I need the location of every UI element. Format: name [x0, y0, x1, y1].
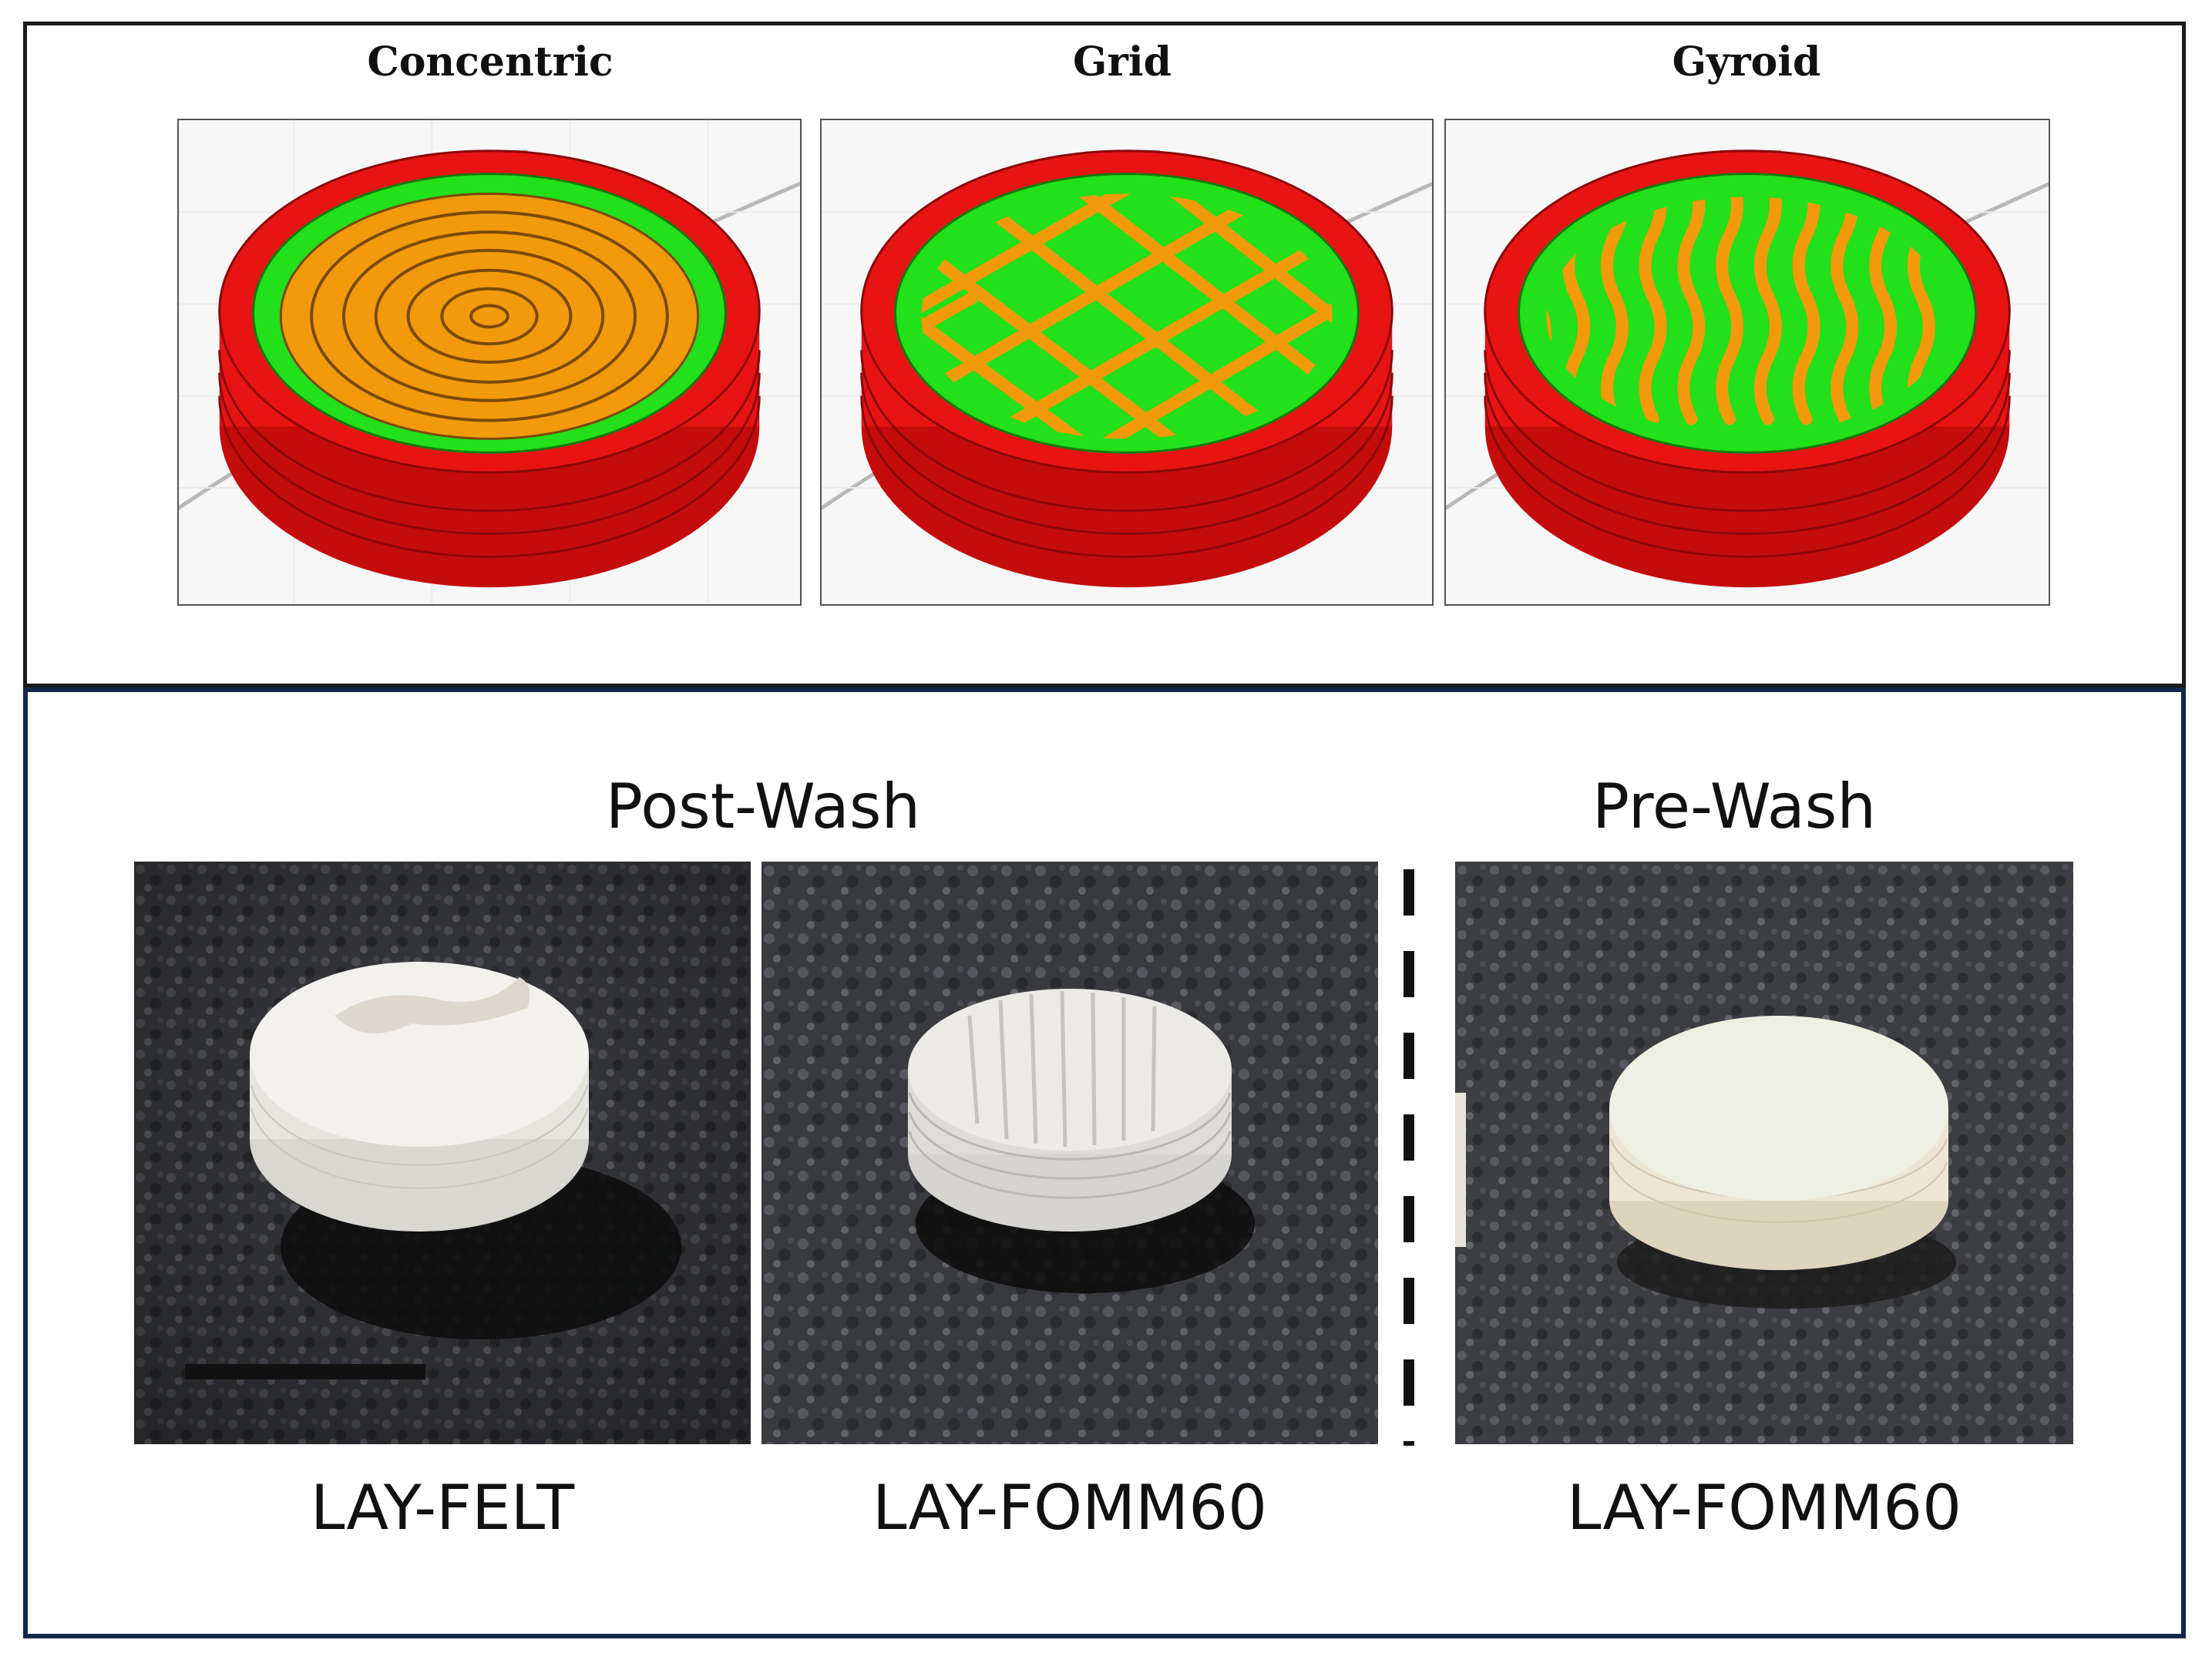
- lay-felt-photo: [134, 862, 751, 1444]
- lay-fomm60-pre-wash-photo: [1455, 862, 2073, 1444]
- scale-bar: [185, 1364, 425, 1379]
- dashed-divider: [1404, 869, 1414, 1446]
- grid-infill-render: [820, 119, 1434, 606]
- lay-fomm60-pre-wash-caption: LAY-FOMM60: [1567, 1472, 1962, 1544]
- concentric-title: Concentric: [367, 39, 614, 86]
- lay-fomm60-post-wash-photo: [761, 862, 1378, 1444]
- post-wash-title: Post-Wash: [605, 771, 921, 842]
- gyroid-title: Gyroid: [1672, 39, 1821, 86]
- pre-wash-title: Pre-Wash: [1592, 771, 1877, 842]
- lay-fomm60-post-wash-caption: LAY-FOMM60: [872, 1472, 1267, 1544]
- grid-title: Grid: [1073, 39, 1172, 86]
- concentric-infill-render: [177, 119, 802, 606]
- lay-felt-caption: LAY-FELT: [310, 1472, 575, 1544]
- gyroid-infill-render: [1444, 119, 2050, 606]
